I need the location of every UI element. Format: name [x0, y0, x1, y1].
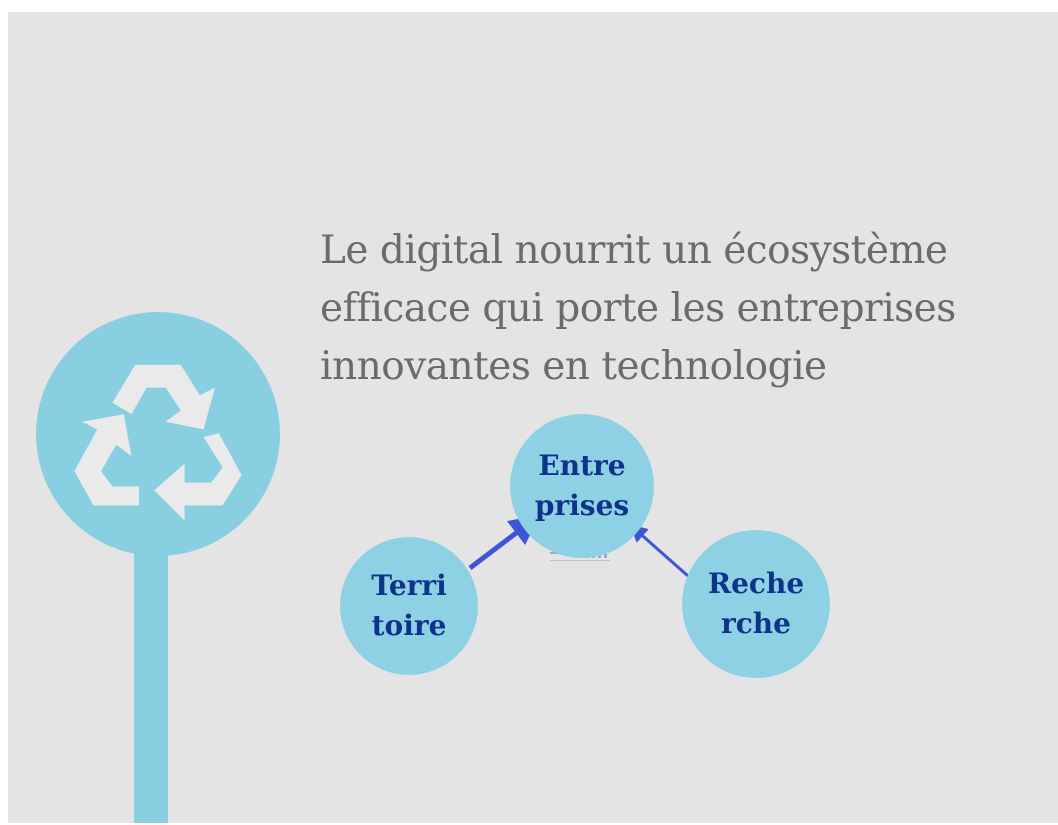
node-territoire: Terri toire	[340, 537, 478, 675]
headline-line: Le digital nourrit un écosystème	[320, 228, 948, 273]
sign-pole	[134, 532, 168, 823]
node-recherche: Reche rche	[682, 530, 830, 678]
node-entreprises: Entre prises	[510, 414, 654, 558]
recycle-icon	[74, 364, 242, 521]
recycle-sign	[36, 312, 280, 556]
slide-canvas: Le digital nourrit un écosystème efficac…	[8, 12, 1058, 823]
diagram-arrows	[468, 514, 689, 578]
node-label: Terri	[371, 569, 447, 602]
node-label: toire	[371, 609, 447, 642]
arrow-recherche-to-entreprises	[629, 524, 689, 578]
node-label: Entre	[538, 449, 626, 482]
node-label: Reche	[707, 567, 805, 600]
headline: Le digital nourrit un écosystème efficac…	[320, 222, 1050, 396]
node-label: rche	[721, 607, 791, 640]
arrow-territoire-to-entreprises	[468, 514, 540, 570]
headline-line: innovantes en technologie	[320, 344, 827, 389]
headline-line: efficace qui porte les entreprises	[320, 286, 956, 331]
node-label: prises	[534, 489, 630, 522]
